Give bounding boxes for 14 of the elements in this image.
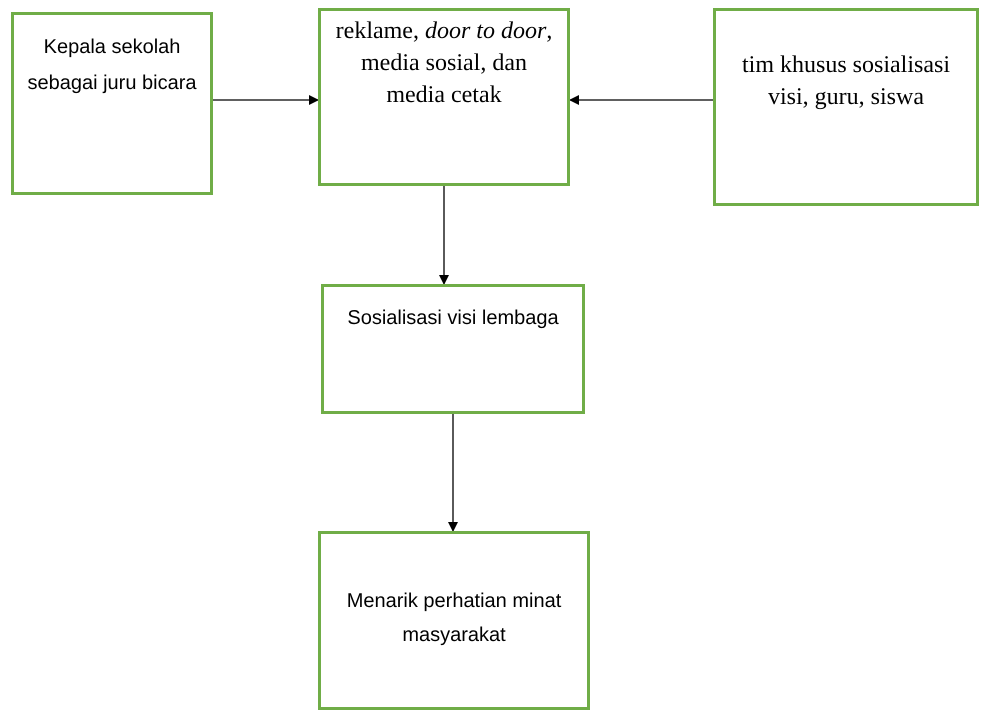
process-box — [321, 284, 585, 414]
box-text: Sosialisasi visi lembaga — [346, 306, 560, 331]
box-text: tim khusus sosialisasi visi, guru, siswa — [740, 51, 952, 112]
process-box — [318, 8, 570, 186]
box-text: Kepala sekolah sebagai juru bicara — [26, 35, 198, 96]
arrow — [448, 414, 458, 532]
box-text: reklame, door to door, media sosial, dan media cetak — [334, 17, 554, 110]
arrow — [569, 95, 713, 105]
box-text: Menarik perhatian minat masyarakat — [346, 589, 562, 648]
process-box — [11, 12, 213, 195]
process-box — [318, 531, 590, 710]
arrow — [213, 95, 319, 105]
process-box — [713, 8, 979, 206]
arrow — [439, 186, 449, 285]
